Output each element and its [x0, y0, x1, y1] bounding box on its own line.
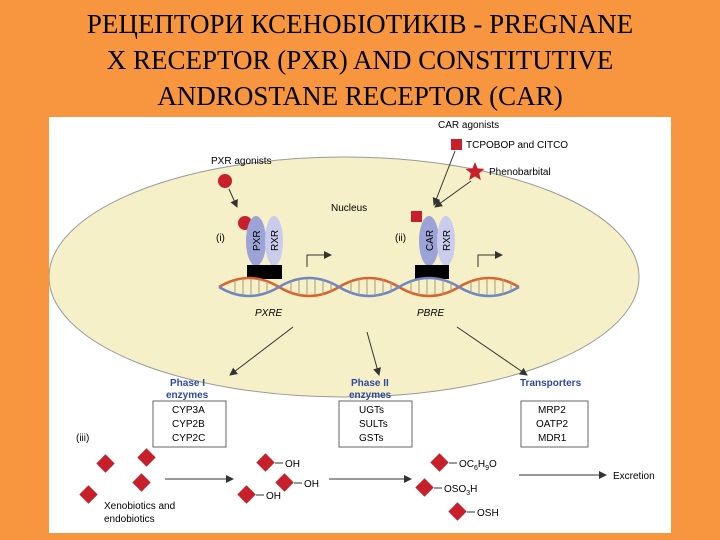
- osh-label: OSH: [477, 508, 499, 519]
- pxr-receptor-label: PXR: [252, 230, 263, 251]
- oh-label: OH: [304, 479, 319, 490]
- red-diamond-molecule-icon: [448, 502, 467, 521]
- red-diamond-molecule-icon: [137, 448, 156, 467]
- phase2-title: Phase II: [351, 378, 389, 389]
- panel-ii-label: (ii): [395, 233, 406, 244]
- xenobiotics-label: Xenobiotics and: [104, 501, 175, 512]
- dna-helix: [218, 276, 520, 298]
- rxr-receptor: [265, 216, 283, 266]
- endobiotics-label: endobiotics: [104, 514, 155, 525]
- transporters-title: Transporters: [520, 378, 582, 389]
- oh-label: OH: [266, 491, 281, 502]
- red-diamond-molecule-icon: [79, 485, 98, 504]
- red-diamond-molecule-icon: [96, 454, 115, 473]
- tcpobop-square-icon: [451, 139, 462, 150]
- oh-label: OH: [285, 459, 300, 470]
- phase2-item: SULTs: [359, 419, 388, 430]
- transporters-box: [520, 400, 589, 448]
- transporter-item: OATP2: [536, 419, 568, 430]
- red-diamond-molecule-icon: [430, 453, 449, 472]
- panel-i-label: (i): [216, 233, 225, 244]
- tcpobop-label: TCPOBOP and CITCO: [466, 140, 568, 151]
- transporter-item: MRP2: [538, 405, 566, 416]
- phenobarbital-label: Phenobarbital: [489, 167, 551, 178]
- pxr-car-diagram: Nucleus PXR agonists CAR agonists TCPOBO…: [49, 117, 671, 533]
- rxr-receptor-label: RXR: [270, 230, 281, 251]
- nucleus: [49, 156, 640, 398]
- phase1-item: CYP3A: [172, 405, 205, 416]
- phase1-title: Phase I: [170, 378, 205, 389]
- pxr-agonist-circle-icon: [218, 174, 232, 188]
- phase2-box: [338, 400, 413, 448]
- pxr-receptor: [246, 216, 266, 266]
- car-receptor: [419, 216, 439, 266]
- car-receptor-label: CAR: [425, 230, 436, 251]
- red-diamond-molecule-icon: [275, 473, 294, 492]
- phase1-subtitle: enzymes: [166, 390, 209, 401]
- pxr-dna-binding-block: [247, 265, 282, 279]
- panel-iii-label: (iii): [76, 433, 89, 444]
- phase1-item: CYP2B: [172, 419, 205, 430]
- title-line-2: X RECEPTOR (PXR) AND CONSTITUTIVE: [106, 45, 614, 75]
- phase2-item: UGTs: [359, 405, 384, 416]
- car-dna-binding-block: [415, 265, 449, 279]
- nucleus-label: Nucleus: [331, 203, 367, 214]
- phase1-box: [152, 400, 227, 448]
- phase2-item: GSTs: [359, 433, 383, 444]
- car-agonist-bound-icon: [411, 211, 422, 222]
- pxr-agonists-label: PXR agonists: [211, 156, 272, 167]
- oso3h-label: OSO3H: [444, 484, 477, 497]
- car-rxr-receptor: [437, 216, 455, 266]
- red-diamond-molecule-icon: [132, 473, 151, 492]
- phase2-subtitle: enzymes: [349, 390, 392, 401]
- pbre-label: PBRE: [417, 308, 445, 319]
- red-diamond-molecule-icon: [237, 485, 256, 504]
- red-diamond-molecule-icon: [256, 453, 275, 472]
- car-agonists-label: CAR agonists: [438, 120, 499, 131]
- phenobarbital-star-icon: [465, 162, 485, 181]
- pxre-label: PXRE: [255, 308, 283, 319]
- transporter-item: MDR1: [538, 433, 567, 444]
- title-line-1: РЕЦЕПТОРИ КСЕНОБІОТИКІВ - PREGNANE: [86, 9, 634, 39]
- car-rxr-receptor-label: RXR: [442, 230, 453, 251]
- oc6h9o-label: OC6H9O: [459, 459, 497, 472]
- title-line-3: ANDROSTANE RECEPTOR (CAR): [157, 81, 563, 111]
- xenobiotic-molecules: [79, 448, 156, 504]
- slide-title: РЕЦЕПТОРИ КСЕНОБІОТИКІВ - PREGNANE X REC…: [0, 6, 720, 114]
- phase1-item: CYP2C: [172, 433, 205, 444]
- red-diamond-molecule-icon: [415, 478, 434, 497]
- excretion-label: Excretion: [613, 471, 655, 482]
